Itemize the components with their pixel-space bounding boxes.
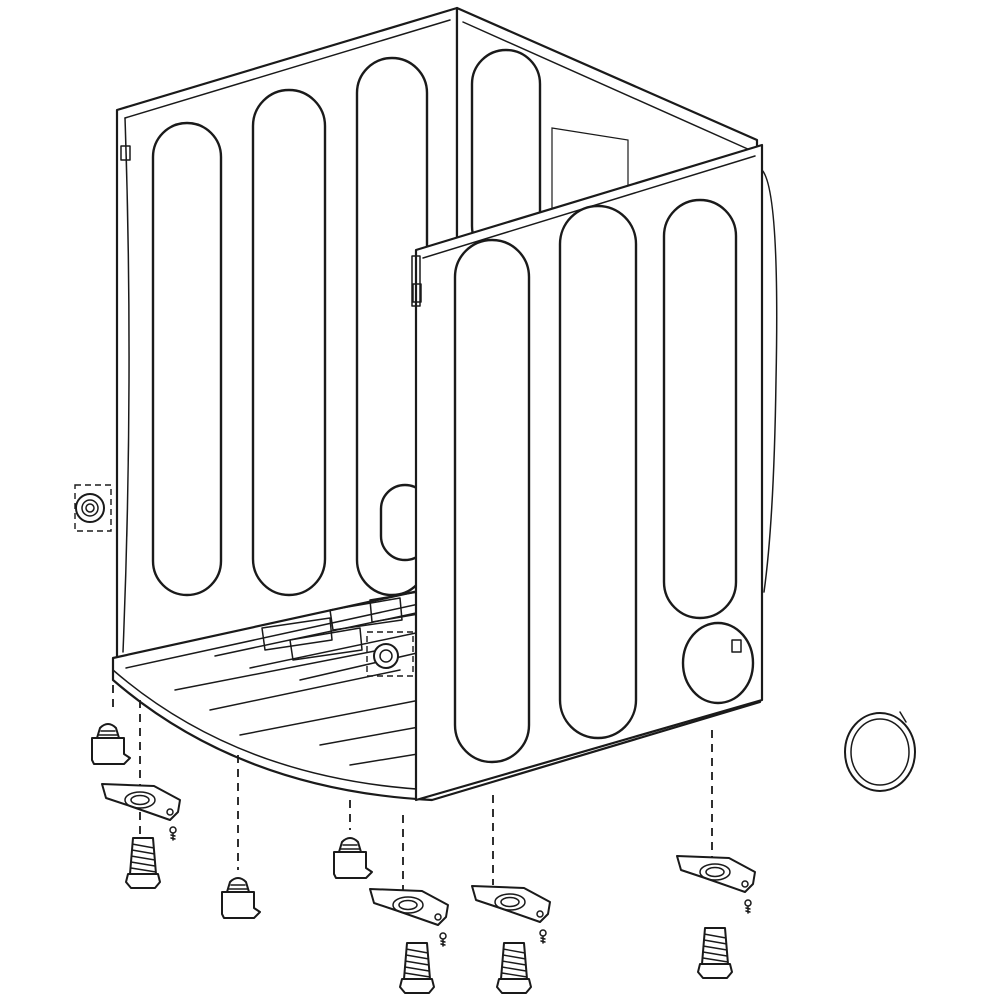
left-panel-embossing	[151, 56, 431, 597]
leveling-leg-icon	[399, 942, 435, 994]
cabinet	[111, 6, 778, 802]
leg-bracket-icon	[101, 783, 181, 821]
leveling-leg-icon	[125, 837, 161, 889]
leg-bracket-icon	[676, 855, 756, 893]
leveling-leg-icon	[496, 942, 532, 994]
grommet-left-icon	[74, 484, 112, 532]
right-panel-embossing	[453, 198, 738, 764]
assembly-lines	[112, 685, 713, 890]
support-clip-icon	[333, 837, 373, 879]
support-clip-icon	[221, 877, 261, 919]
leveling-leg-icon	[697, 927, 733, 979]
leg-bracket-icon	[369, 888, 449, 926]
screw-icon	[744, 899, 752, 914]
support-clip-icon	[91, 723, 131, 765]
screw-icon	[169, 826, 177, 841]
ring-gasket-icon	[844, 711, 916, 792]
exhaust-opening	[681, 621, 755, 705]
screw-icon	[539, 929, 547, 944]
grommet-floor-icon	[366, 631, 414, 677]
leg-bracket-icon	[471, 885, 551, 923]
screw-icon	[439, 932, 447, 947]
